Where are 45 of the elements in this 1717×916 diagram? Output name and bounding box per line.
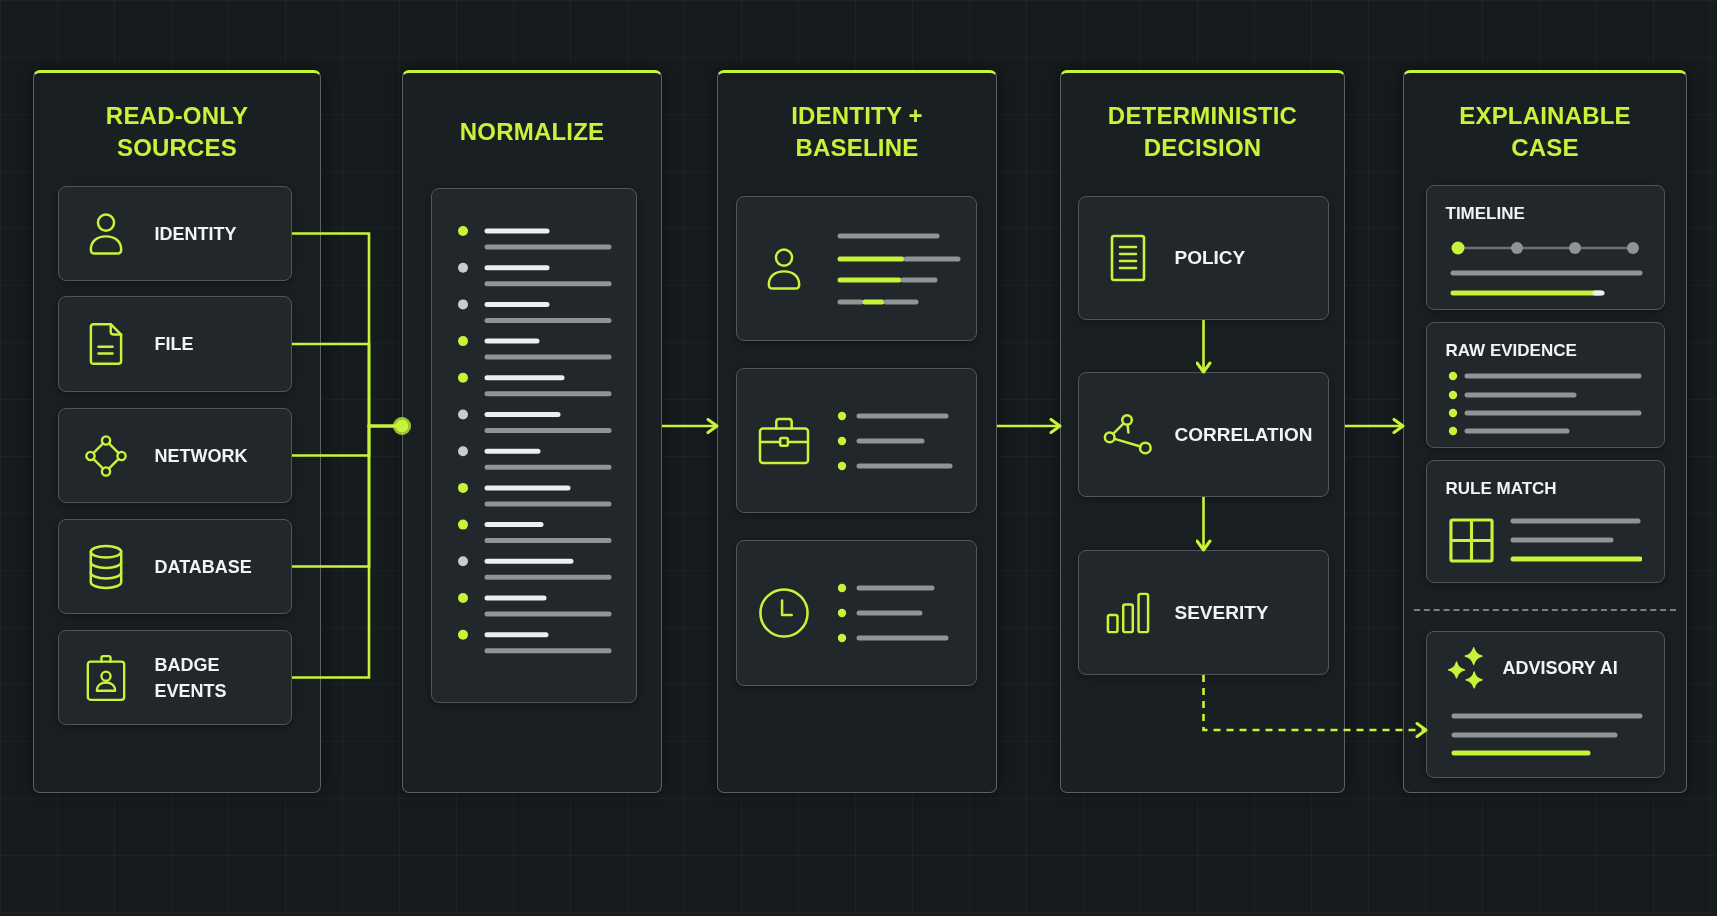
stage-title: DETERMINISTIC DECISION [1106,101,1299,163]
case-card [1425,460,1665,583]
decision-card [1077,550,1329,675]
stage-title: NORMALIZE [459,117,605,147]
stage-panel [717,70,997,793]
stage-panel [1403,70,1687,793]
stage-title: IDENTITY + BASELINE [790,101,924,163]
stage-title: EXPLAINABLE CASE [1458,101,1632,163]
step-label: CORRELATION [1174,422,1313,447]
case-heading: ADVISORY AI [1502,657,1618,679]
step-label: SEVERITY [1174,600,1269,625]
source-card [57,186,292,281]
connector-line [292,417,411,679]
decision-card [1077,196,1329,320]
step-label: POLICY [1174,246,1246,270]
arrow [1345,418,1405,434]
case-card [1425,631,1665,778]
dashed-arrow [1202,675,1428,738]
source-label: BADGE EVENTS [154,653,228,703]
stage-panel [33,70,321,793]
stage-panel [1060,70,1345,793]
profile-card [735,196,977,341]
source-card [57,630,292,725]
source-card [57,408,292,503]
source-card [57,296,292,392]
case-card [1425,185,1665,310]
case-heading: RAW EVIDENCE [1445,340,1577,362]
source-label: FILE [154,333,194,356]
arrow [997,418,1062,434]
stage-title: READ-ONLY SOURCES [104,101,250,163]
arrow [1195,320,1212,374]
case-card [1425,322,1665,448]
profile-card [735,368,977,513]
case-heading: RULE MATCH [1445,478,1557,500]
arrow [1195,497,1212,552]
source-label: IDENTITY [154,222,237,246]
decision-card [1077,372,1329,497]
source-card [57,519,292,614]
case-heading: TIMELINE [1445,203,1525,225]
arrow [662,418,719,434]
profile-card [735,540,977,686]
record-list-panel [430,188,637,703]
source-label: DATABASE [154,555,252,579]
source-label: NETWORK [154,444,248,468]
stage-panel [402,70,662,793]
